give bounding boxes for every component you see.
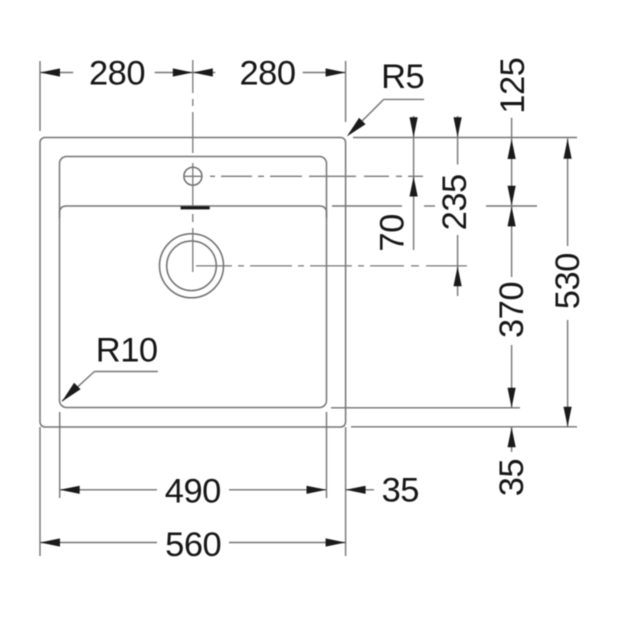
svg-text:70: 70 (374, 214, 412, 251)
svg-text:35: 35 (493, 459, 531, 496)
svg-text:280: 280 (239, 55, 295, 93)
svg-text:R5: R5 (381, 58, 424, 96)
svg-text:125: 125 (494, 58, 532, 114)
svg-text:235: 235 (436, 174, 474, 230)
svg-text:530: 530 (549, 253, 587, 309)
svg-text:370: 370 (493, 282, 531, 338)
svg-text:490: 490 (165, 472, 221, 510)
svg-text:560: 560 (165, 526, 221, 564)
svg-text:R10: R10 (96, 332, 158, 370)
svg-text:35: 35 (382, 471, 419, 509)
svg-text:280: 280 (89, 55, 145, 93)
